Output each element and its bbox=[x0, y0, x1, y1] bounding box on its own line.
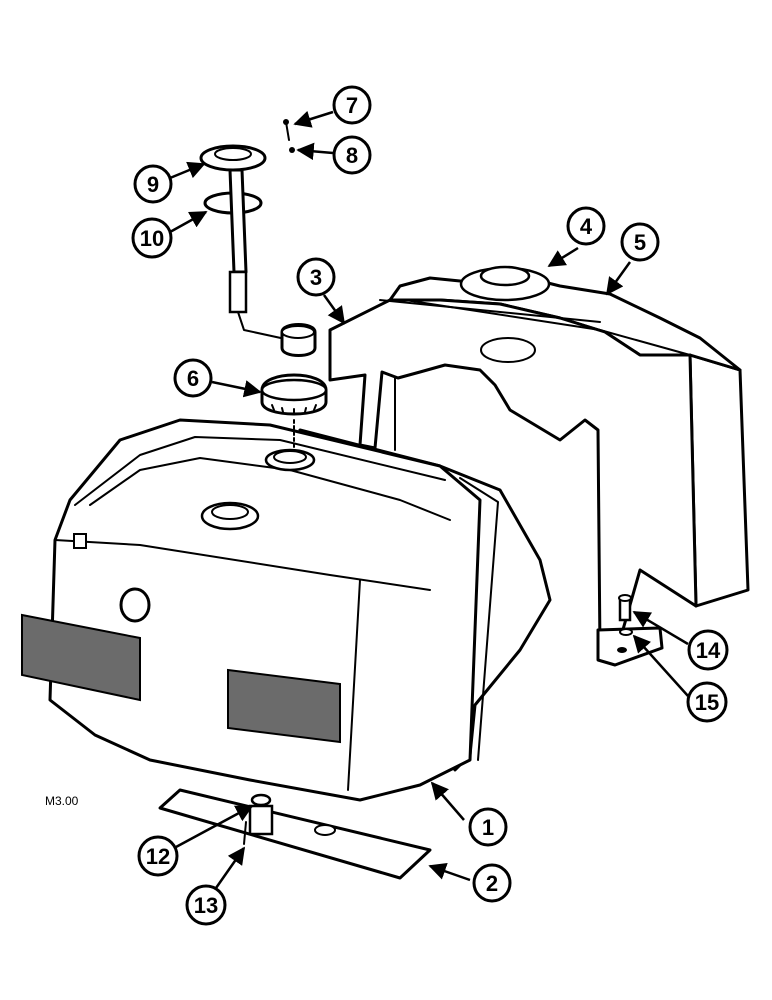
callout-7-label: 7 bbox=[346, 93, 358, 118]
callout-6-label: 6 bbox=[187, 366, 199, 391]
fuel-gauge-sender bbox=[199, 119, 317, 357]
callout-12: 12 bbox=[137, 804, 254, 877]
callout-1-label: 1 bbox=[482, 815, 494, 840]
callout-5: 5 bbox=[605, 222, 660, 296]
callout-9-label: 9 bbox=[147, 172, 159, 197]
tank-strap bbox=[158, 788, 432, 880]
mounting-washer bbox=[619, 628, 633, 636]
callout-9: 9 bbox=[133, 161, 206, 204]
callout-1: 1 bbox=[430, 781, 508, 847]
callout-5-label: 5 bbox=[634, 230, 646, 255]
callout-10-label: 10 bbox=[140, 226, 164, 251]
fuel-tank bbox=[21, 418, 552, 802]
filler-cap bbox=[260, 373, 328, 451]
callout-3-label: 3 bbox=[310, 265, 322, 290]
callout-8-label: 8 bbox=[346, 143, 358, 168]
callout-3: 3 bbox=[296, 257, 346, 325]
drain-fitting bbox=[243, 793, 274, 845]
callout-4-label: 4 bbox=[580, 214, 593, 239]
callout-7: 7 bbox=[293, 85, 372, 128]
callout-15-label: 15 bbox=[695, 690, 719, 715]
mounting-bolt bbox=[618, 594, 632, 622]
callout-8: 8 bbox=[296, 135, 372, 175]
callout-10: 10 bbox=[131, 210, 208, 259]
callout-4: 4 bbox=[547, 206, 606, 268]
callout-2: 2 bbox=[428, 862, 512, 903]
callout-15: 15 bbox=[632, 634, 728, 723]
callout-12-label: 12 bbox=[146, 844, 170, 869]
callout-14-label: 14 bbox=[696, 638, 721, 663]
callout-13: 13 bbox=[185, 846, 246, 926]
callout-2-label: 2 bbox=[486, 871, 498, 896]
callout-14: 14 bbox=[632, 610, 729, 671]
filler-grommet bbox=[459, 265, 551, 302]
figure-reference: M3.00 bbox=[45, 794, 79, 808]
callout-6: 6 bbox=[173, 358, 262, 398]
callout-13-label: 13 bbox=[194, 893, 218, 918]
